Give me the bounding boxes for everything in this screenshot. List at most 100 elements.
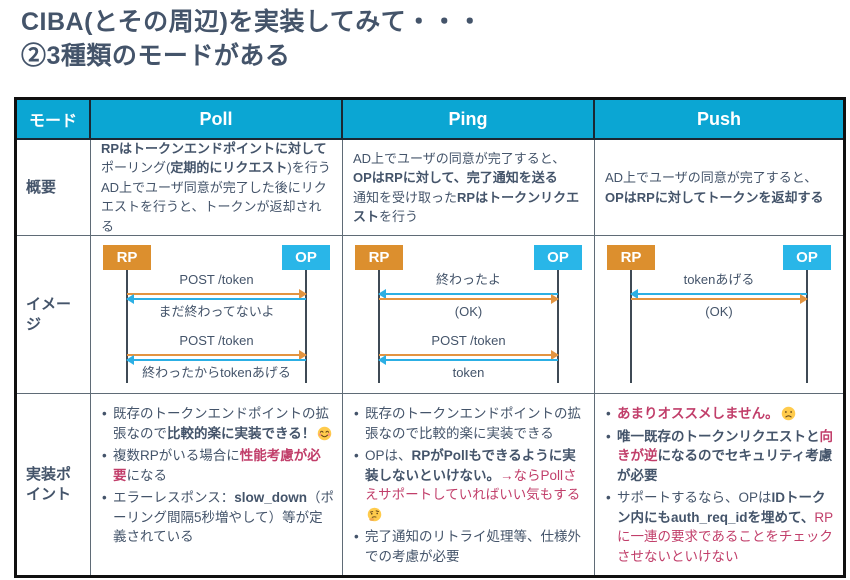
text-segment: AD上でユーザの同意が完了すると、 bbox=[353, 150, 566, 166]
diagram-messages: tokenあげる(OK) bbox=[607, 270, 831, 322]
diagram-participants: RP OP bbox=[607, 245, 831, 270]
row-label-image: イメージ bbox=[17, 236, 91, 394]
message-label: POST /token bbox=[431, 332, 506, 348]
text-segment: 複数RPがいる場合に bbox=[113, 448, 240, 464]
bullet-item: 複数RPがいる場合に性能考慮が必要になる bbox=[99, 446, 334, 485]
lifeline-right bbox=[305, 269, 307, 383]
text-segment: 完了通知のリトライ処理等、仕様外での考慮が必要 bbox=[365, 529, 581, 564]
text-line: AD上でユーザ同意が完了した後にリクエストを行うと、トークンが返却される bbox=[101, 178, 332, 235]
text-line: AD上でユーザの同意が完了すると、OPはRPに対して、完了通知を送る bbox=[353, 149, 584, 188]
lifeline-left bbox=[126, 269, 128, 383]
message-arrow-right bbox=[379, 349, 559, 360]
message-label: POST /token bbox=[179, 332, 254, 348]
arrowhead-icon bbox=[299, 349, 307, 360]
title-line-1: CIBA(とその周辺)を実装してみて・・・ bbox=[21, 8, 483, 36]
message-arrow-left bbox=[378, 288, 558, 299]
text-segment: （ポーリング間隔5秒増やして）等が定義されている bbox=[113, 490, 334, 545]
text-segment: )を行う bbox=[287, 160, 331, 176]
cell-overview-ping: AD上でユーザの同意が完了すると、OPはRPに対して、完了通知を送る通知を受け取… bbox=[343, 140, 595, 236]
arrowhead-icon bbox=[126, 354, 134, 365]
row-label-points: 実装ポイント bbox=[17, 394, 91, 575]
thinking-face-emoji bbox=[367, 507, 382, 522]
arrowhead-icon bbox=[800, 293, 808, 304]
participant-rp-box: RP bbox=[103, 245, 151, 270]
text-segment: RPはトークンエンドポイントに対して bbox=[101, 140, 327, 156]
text-segment: →ならPollさえサポートしていればいい気もする bbox=[365, 467, 581, 503]
text-segment: エラーレスポンス： bbox=[113, 490, 235, 506]
text-segment: 既存のトークンエンドポイントの拡張なので bbox=[113, 406, 329, 441]
diagram-body: 終わったよ (OK) POST /token token bbox=[355, 269, 582, 387]
message-gap bbox=[127, 322, 306, 332]
text-segment: を行う bbox=[379, 209, 419, 224]
participant-op-box: OP bbox=[783, 245, 831, 270]
message-label: 終わったからtokenあげる bbox=[142, 364, 291, 380]
arrowhead-icon bbox=[378, 354, 386, 365]
message-label: 終わったよ bbox=[435, 272, 501, 287]
arrowhead-icon bbox=[378, 288, 386, 299]
header-mode: モード bbox=[17, 100, 91, 140]
participant-op-box: OP bbox=[534, 245, 582, 270]
message-arrow-right bbox=[379, 293, 559, 304]
bullet-item: 唯一既存のトークンリクエストと向きが逆になるのでセキュリティ考慮が必要 bbox=[603, 427, 835, 486]
text-segment: 定期的にリクエスト bbox=[170, 160, 288, 176]
text-segment: 唯一既存のトークンリクエストと bbox=[617, 428, 820, 444]
lifeline-right bbox=[806, 269, 808, 383]
text-segment: になるのでセキュリティ考慮が必要 bbox=[617, 448, 833, 483]
bullet-item: 既存のトークンエンドポイントの拡張なので比較的楽に実装できる！ bbox=[99, 404, 334, 443]
text-segment: AD上でユーザの同意が完了すると、 bbox=[605, 170, 818, 185]
header-poll: Poll bbox=[91, 100, 343, 140]
arrowhead-icon bbox=[126, 293, 134, 304]
message-label: (OK) bbox=[454, 303, 483, 319]
bullet-item: 既存のトークンエンドポイントの拡張なので比較的楽に実装できる bbox=[351, 404, 586, 443]
text-segment: AD上でユーザ同意が完了した後にリクエストを行うと、トークンが返却される bbox=[101, 179, 327, 234]
arrowhead-icon bbox=[299, 288, 307, 299]
text-segment: サポートするなら、OPは bbox=[617, 490, 772, 506]
cell-points-push: あまりオススメしません。唯一既存のトークンリクエストと向きが逆になるのでセキュリ… bbox=[595, 394, 843, 575]
text-line: 通知を受け取ったRPはトークンリクエストを行う bbox=[353, 188, 584, 227]
message-gap bbox=[379, 322, 558, 332]
text-segment: 通知を受け取った bbox=[353, 189, 458, 205]
text-line: RPはトークンエンドポイントに対してポーリング(定期的にリクエスト)を行う bbox=[101, 140, 332, 178]
row-label-overview: 概要 bbox=[17, 140, 91, 236]
text-segment: あまりオススメしません。 bbox=[617, 406, 779, 421]
message-arrow-right bbox=[631, 293, 808, 304]
message-arrow-left bbox=[126, 293, 306, 304]
cell-points-ping: 既存のトークンエンドポイントの拡張なので比較的楽に実装できるOPは、RPがPol… bbox=[343, 394, 595, 575]
text-segment: 性能考慮が必要 bbox=[113, 448, 321, 483]
text-segment: 比較的楽に実装できる！ bbox=[167, 425, 316, 441]
message-label: (OK) bbox=[705, 303, 733, 319]
cell-overview-push: AD上でユーザの同意が完了すると、OPはRPに対してトークンを返却する bbox=[595, 140, 843, 236]
lifeline-left bbox=[378, 269, 380, 383]
bullet-item: サポートするなら、OPはIDトークン内にもauth_req_idを埋めて、RPに… bbox=[603, 488, 835, 566]
participant-rp-box: RP bbox=[355, 245, 403, 270]
lifeline-left bbox=[630, 269, 632, 383]
diagram-body: tokenあげる(OK) bbox=[607, 269, 831, 387]
bullet-item: OPは、RPがPollもできるように実装しないといけない。→ならPollさえサポ… bbox=[351, 446, 586, 524]
message-arrow-left bbox=[630, 288, 807, 299]
message-arrow-left bbox=[126, 354, 306, 365]
text-line: AD上でユーザの同意が完了すると、OPはRPに対してトークンを返却する bbox=[605, 168, 833, 207]
arrowhead-icon bbox=[551, 293, 559, 304]
cell-diagram-ping: RP OP 終わったよ (OK) POST /token token bbox=[343, 236, 595, 394]
message-label: token bbox=[452, 364, 485, 380]
text-segment: IDトークン内にもauth_req_idを埋めて、 bbox=[617, 490, 826, 525]
header-ping: Ping bbox=[343, 100, 595, 140]
mode-comparison-table: モード Poll Ping Push 概要 RPはトークンエンドポイントに対して… bbox=[14, 97, 846, 578]
participant-rp-box: RP bbox=[607, 245, 655, 270]
smiling-face-emoji bbox=[317, 426, 332, 440]
title-line-2: ②3種類のモードがある bbox=[21, 41, 291, 70]
text-segment: RPに一連の要求であることをチェックさせないといけない bbox=[617, 509, 834, 564]
message-label: まだ終わってないよ bbox=[158, 303, 275, 319]
message-arrow-right bbox=[127, 288, 307, 299]
diagram-participants: RP OP bbox=[355, 245, 582, 270]
arrowhead-icon bbox=[551, 349, 559, 360]
